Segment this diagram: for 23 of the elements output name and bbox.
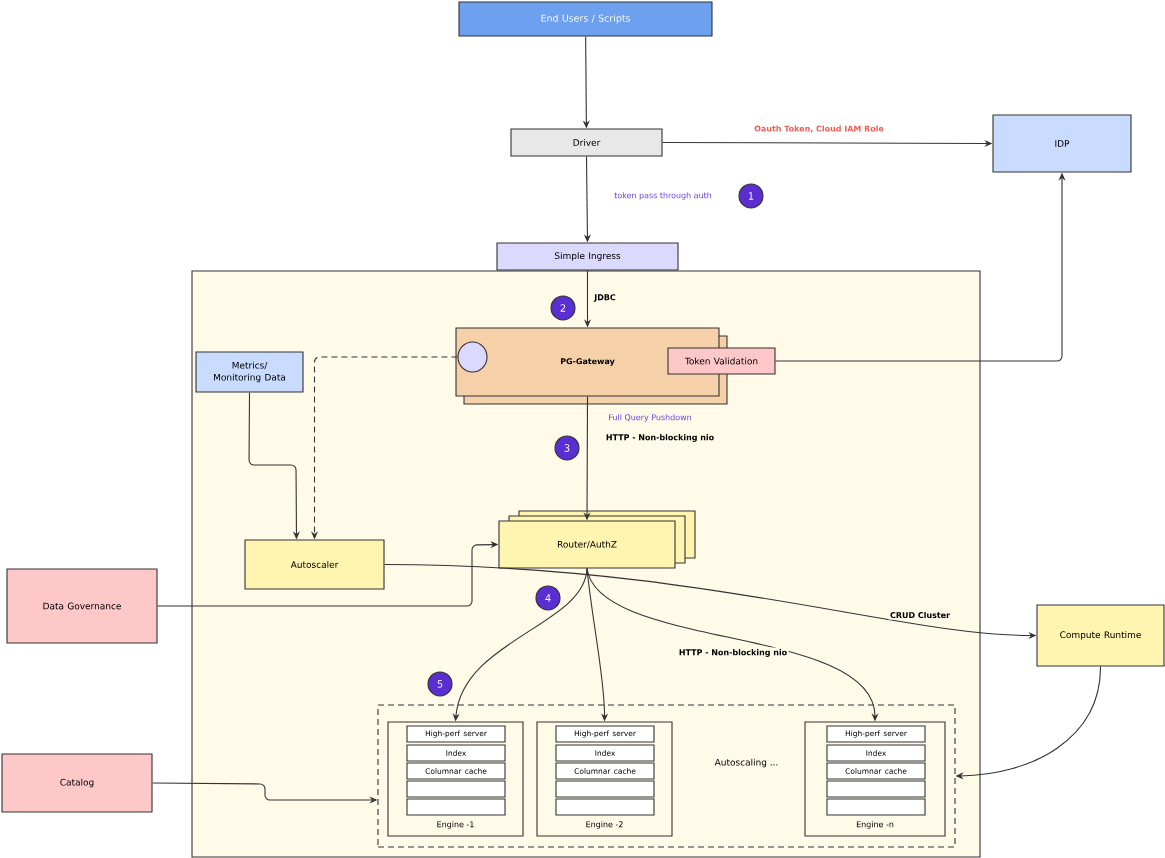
runtime-box: Compute Runtime [1036,604,1165,667]
step-badge: 1 [738,183,764,209]
layer-cell [555,780,655,798]
autoscaler-box: Autoscaler [244,539,385,590]
layer-cell [826,780,926,798]
metrics-box: Metrics/ Monitoring Data [195,351,304,393]
ingress-box: Simple Ingress [496,242,679,271]
provider-box: IDP [992,114,1132,173]
catalog-box: Catalog [1,753,153,813]
governance-box: Data Governance [6,568,158,644]
step-badge: 3 [554,435,580,461]
source-box: End Users / Scripts [458,1,713,37]
step-badge: 2 [550,295,576,321]
layer-cell [406,780,506,798]
step-badge: 5 [427,671,453,697]
driver-box: Driver [510,128,663,157]
layer-cell [826,798,926,816]
step-badge: 4 [535,585,561,611]
router-box: Router/AuthZ [498,510,696,569]
layer-cell [406,798,506,816]
layer-cell [555,798,655,816]
validation-box: Token Validation [667,347,776,375]
port-circle [457,341,488,373]
